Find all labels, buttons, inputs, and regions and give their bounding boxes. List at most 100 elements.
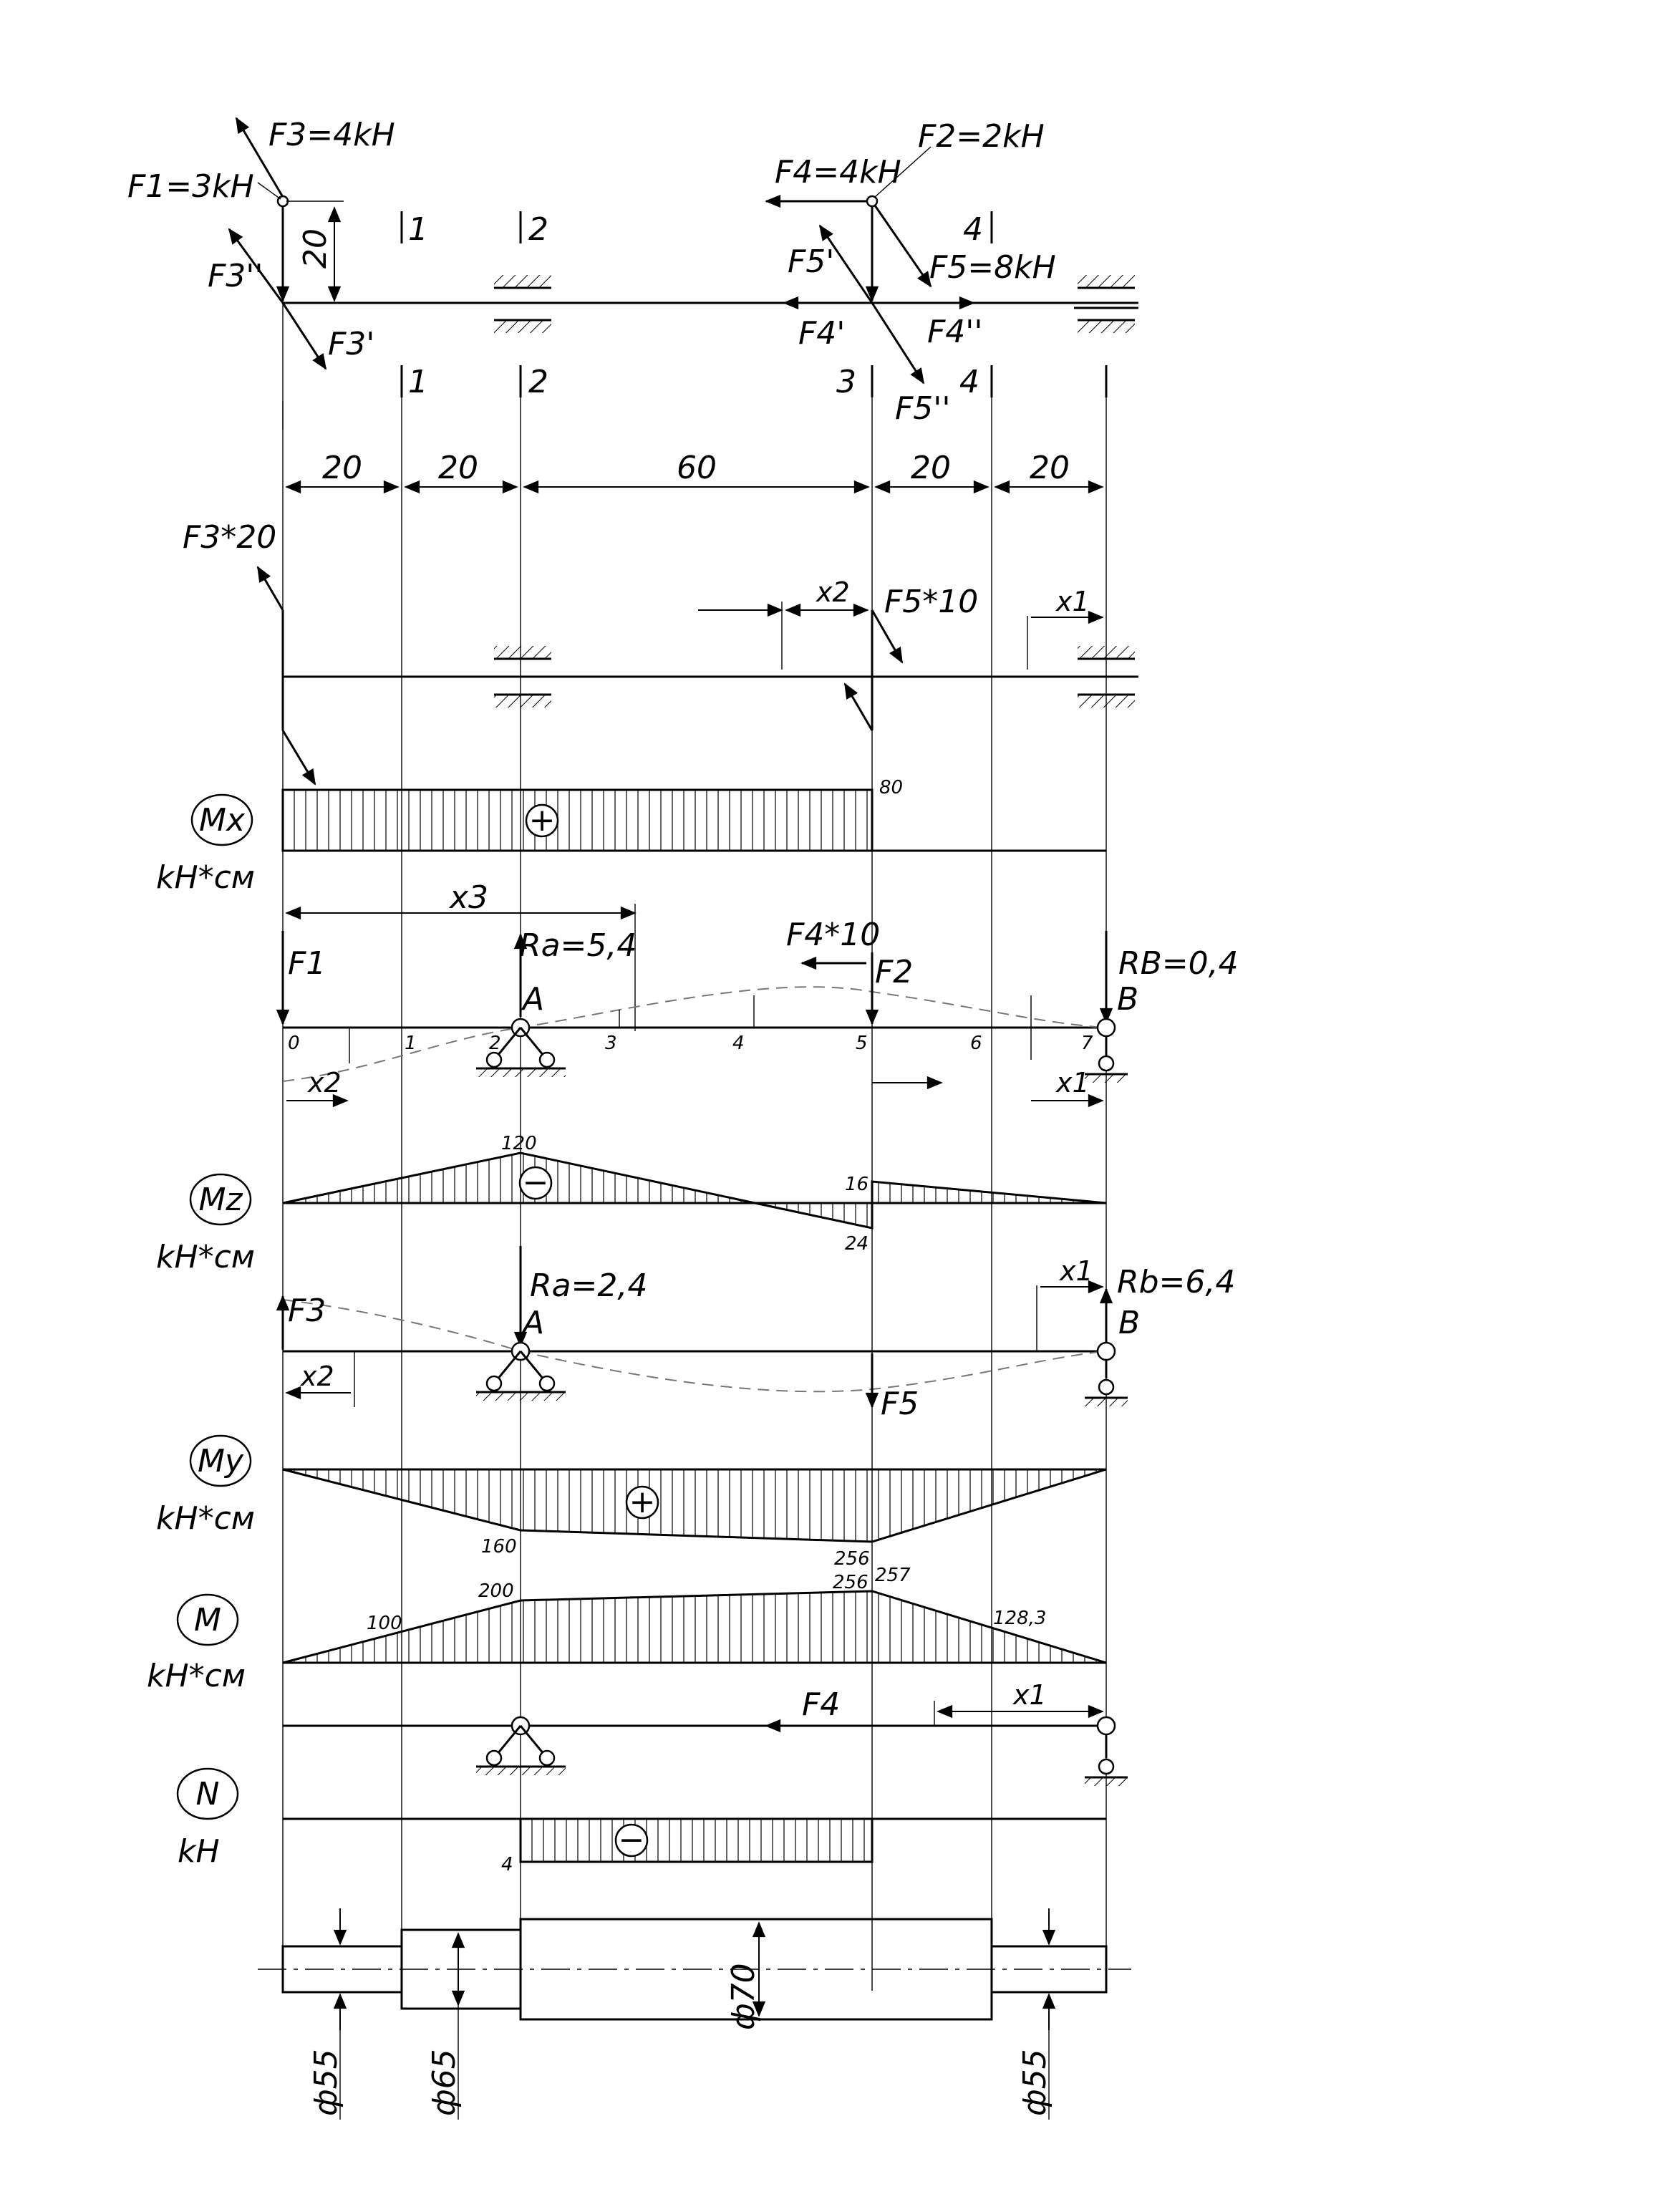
- bearing-b-top: [1078, 275, 1135, 333]
- horizontal-deflection-curve: [282, 1299, 1107, 1393]
- span-2-label: 20: [438, 450, 478, 486]
- f4-moment-label: F4*10: [786, 917, 880, 953]
- m-title: M: [194, 1602, 221, 1638]
- f3-vector: [235, 117, 284, 198]
- f3-label: F3=4kH: [268, 117, 395, 153]
- torsion-x2-label: x2: [816, 576, 850, 608]
- mz-sign: −: [523, 1164, 549, 1201]
- support-a-h-label: A: [521, 1305, 544, 1341]
- horizontal-plane-beam: F3 Ra=2,4 A F5 Rb=6,4 B x1 x2: [276, 1246, 1235, 1422]
- n-sign-circle: [614, 1823, 649, 1858]
- mx-title-bubble: [190, 793, 253, 846]
- mz-value-120: 120: [501, 1133, 537, 1154]
- mz-title: Mz: [198, 1182, 243, 1218]
- f5-double-prime-vector: [871, 302, 925, 385]
- f3-moment-label: F3*20: [183, 519, 276, 556]
- section-top-4: 4: [963, 211, 983, 248]
- mx-title: Mx: [199, 802, 246, 839]
- f3-double-prime-label: F3'': [208, 258, 263, 294]
- m-value-257: 257: [875, 1565, 911, 1586]
- section-lines: [282, 286, 1107, 1991]
- f3-double-prime-vector: [228, 228, 284, 304]
- point-4: 4: [732, 1033, 745, 1054]
- section-bottom-3: 3: [836, 364, 856, 400]
- point-0: 0: [288, 1033, 300, 1054]
- section-bottom-4: 4: [959, 364, 979, 400]
- my-value-160: 160: [481, 1536, 517, 1557]
- vertical-plane-beam: x3 0 1 2 3 4 5 6 7 F1 Ra=5,: [276, 879, 1239, 1108]
- my-hatch: [294, 1469, 1097, 1542]
- m-total-diagram: 100 200 256 257 128,3 M kH*см: [147, 1565, 1107, 1694]
- f4-label: F4=4kH: [775, 154, 901, 190]
- f5-horizontal-label: F5: [881, 1386, 919, 1422]
- f2-vertical-label: F2: [875, 954, 913, 990]
- section-bottom-2: 2: [528, 364, 548, 400]
- axial-scheme: F4 x1: [283, 1679, 1128, 1786]
- x3-label: x3: [448, 879, 488, 916]
- f4-double-prime-label: F4'': [927, 314, 983, 350]
- mz-sign-circle: [518, 1166, 553, 1200]
- m-value-256: 256: [833, 1572, 868, 1593]
- axial-x1-label: x1: [1012, 1679, 1047, 1711]
- ra-horizontal-label: Ra=2,4: [530, 1267, 647, 1304]
- support-a-label: A: [521, 981, 544, 1018]
- hp-x1-label: x1: [1059, 1255, 1093, 1287]
- shaft-d2-label: ф65: [426, 2049, 463, 2116]
- span-4-label: 20: [911, 450, 951, 486]
- support-b-label: B: [1117, 981, 1138, 1018]
- f4-prime-label: F4': [798, 315, 845, 352]
- f5-vector: [874, 205, 932, 288]
- bearing-a-top: [494, 275, 551, 333]
- dim-arm-label: 20: [297, 228, 334, 269]
- span-dimensions: 20 20 60 20 20: [285, 450, 1104, 494]
- mx-unit: kH*см: [156, 859, 255, 896]
- hp-x2-label: x2: [300, 1361, 334, 1392]
- mx-sign-circle: [525, 803, 559, 838]
- f3-horizontal-label: F3: [288, 1293, 326, 1329]
- span-1-label: 20: [322, 450, 362, 486]
- shaft-d1-label: ф55: [308, 2049, 344, 2116]
- section-top-1: 1: [408, 211, 428, 248]
- n-unit: kH: [178, 1833, 220, 1870]
- m-value-128-3: 128,3: [993, 1608, 1046, 1629]
- f5-prime-vector: [818, 224, 874, 304]
- section-bottom-1: 1: [408, 364, 428, 400]
- mz-value-24: 24: [845, 1233, 868, 1255]
- vp-x1-label: x1: [1055, 1067, 1090, 1098]
- rb-horizontal-label: Rb=6,4: [1117, 1264, 1235, 1300]
- point-7: 7: [1081, 1033, 1093, 1054]
- m-title-bubble: [176, 1593, 239, 1646]
- mx-diagram: + 80 Mx kH*см: [156, 777, 1106, 896]
- support-b-h-label: B: [1118, 1305, 1140, 1341]
- my-sign: +: [629, 1484, 656, 1520]
- rb-vertical-label: RB=0,4: [1118, 945, 1239, 982]
- span-3-label: 60: [677, 450, 717, 486]
- n-value-4: 4: [501, 1854, 513, 1875]
- gear-point-right: [866, 195, 879, 208]
- n-sign: −: [619, 1822, 645, 1858]
- f4-axial-label: F4: [802, 1686, 840, 1723]
- my-title: My: [198, 1443, 244, 1479]
- my-title-bubble: [189, 1434, 252, 1487]
- vp-x2-label: x2: [307, 1067, 342, 1098]
- torsion-scheme: F3*20 F5*10 x2 x1: [183, 519, 1138, 786]
- n-title: N: [196, 1776, 220, 1812]
- force-scheme: 20 F3=4kH F1=3kH F3'' F3' F4=4kH F2=2kH …: [127, 117, 1138, 427]
- beam-point-ticks: [349, 995, 1032, 1063]
- f1-label: F1=3kH: [127, 168, 254, 205]
- f1-vertical-label: F1: [288, 945, 326, 982]
- span-5-label: 20: [1030, 450, 1070, 486]
- my-unit: kH*см: [156, 1500, 255, 1537]
- m-unit: kH*см: [147, 1658, 246, 1694]
- f5-label: F5=8kH: [929, 249, 1056, 286]
- mz-title-bubble: [189, 1173, 252, 1226]
- mz-unit: kH*см: [156, 1239, 255, 1275]
- m-hatch: [294, 1591, 1097, 1663]
- f5-double-prime-label: F5'': [895, 390, 951, 427]
- mz-diagram: − 120 16 24 Mz kH*см: [156, 1133, 1107, 1275]
- mx-value-80: 80: [879, 777, 903, 798]
- n-title-bubble: [176, 1767, 239, 1820]
- f3-prime-label: F3': [328, 326, 374, 362]
- point-6: 6: [970, 1033, 982, 1054]
